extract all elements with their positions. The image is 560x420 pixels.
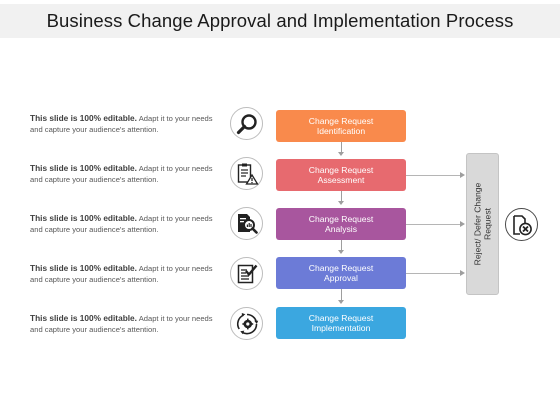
connector-analysis-reject [406, 224, 461, 225]
description-4: This slide is 100% editable. Adapt it to… [30, 263, 220, 285]
connector-approval-reject [406, 273, 461, 274]
step-analysis: Change Request Analysis [276, 208, 406, 240]
step-identification: Change Request Identification [276, 110, 406, 142]
step-line2: Approval [324, 273, 358, 283]
description-text: Adapt it to your needs and capture your … [30, 214, 213, 234]
step-assessment: Change Request Assessment [276, 159, 406, 191]
step-implementation: Change Request Implementation [276, 307, 406, 339]
description-text: Adapt it to your needs and capture your … [30, 264, 213, 284]
connector-3-4 [341, 240, 342, 251]
description-bold: This slide is 100% editable. [30, 213, 137, 223]
gear-cycle-icon [230, 307, 263, 340]
checklist-warning-icon [230, 157, 263, 190]
arrow-down-icon [338, 300, 344, 304]
description-bold: This slide is 100% editable. [30, 113, 137, 123]
file-x-icon [505, 208, 538, 241]
page-title: Business Change Approval and Implementat… [46, 10, 514, 31]
step-line2: Analysis [325, 224, 357, 234]
arrow-down-icon [338, 250, 344, 254]
description-5: This slide is 100% editable. Adapt it to… [30, 313, 220, 335]
arrow-right-icon [460, 270, 465, 276]
step-line2: Identification [316, 126, 366, 136]
reject-label: Reject/ Defer Change Request [473, 183, 493, 266]
step-line1: Change Request [308, 115, 374, 126]
arrow-right-icon [460, 221, 465, 227]
description-text: Adapt it to your needs and capture your … [30, 114, 213, 134]
step-line1: Change Request [308, 262, 374, 273]
magnifier-icon [230, 107, 263, 140]
step-line2: Implementation [311, 323, 371, 333]
description-text: Adapt it to your needs and capture your … [30, 164, 213, 184]
description-text: Adapt it to your needs and capture your … [30, 314, 213, 334]
step-line1: Change Request [308, 164, 374, 175]
arrow-down-icon [338, 152, 344, 156]
description-bold: This slide is 100% editable. [30, 163, 137, 173]
description-1: This slide is 100% editable. Adapt it to… [30, 113, 220, 135]
step-line2: Assessment [317, 175, 365, 185]
connector-4-5 [341, 289, 342, 301]
description-2: This slide is 100% editable. Adapt it to… [30, 163, 220, 185]
connector-1-2 [341, 142, 342, 152]
reject-label-line2: Request [482, 207, 493, 241]
document-magnifier-icon [230, 207, 263, 240]
step-line1: Change Request [308, 312, 374, 323]
document-check-icon [230, 257, 263, 290]
description-bold: This slide is 100% editable. [30, 263, 137, 273]
step-approval: Change Request Approval [276, 257, 406, 289]
arrow-right-icon [460, 172, 465, 178]
reject-label-line1: Reject/ Defer Change [472, 182, 483, 266]
description-3: This slide is 100% editable. Adapt it to… [30, 213, 220, 235]
description-bold: This slide is 100% editable. [30, 313, 137, 323]
connector-assessment-reject [406, 175, 461, 176]
title-bar: Business Change Approval and Implementat… [0, 4, 560, 38]
step-line1: Change Request [308, 213, 374, 224]
arrow-down-icon [338, 201, 344, 205]
connector-2-3 [341, 191, 342, 202]
reject-defer-box: Reject/ Defer Change Request [466, 153, 499, 295]
